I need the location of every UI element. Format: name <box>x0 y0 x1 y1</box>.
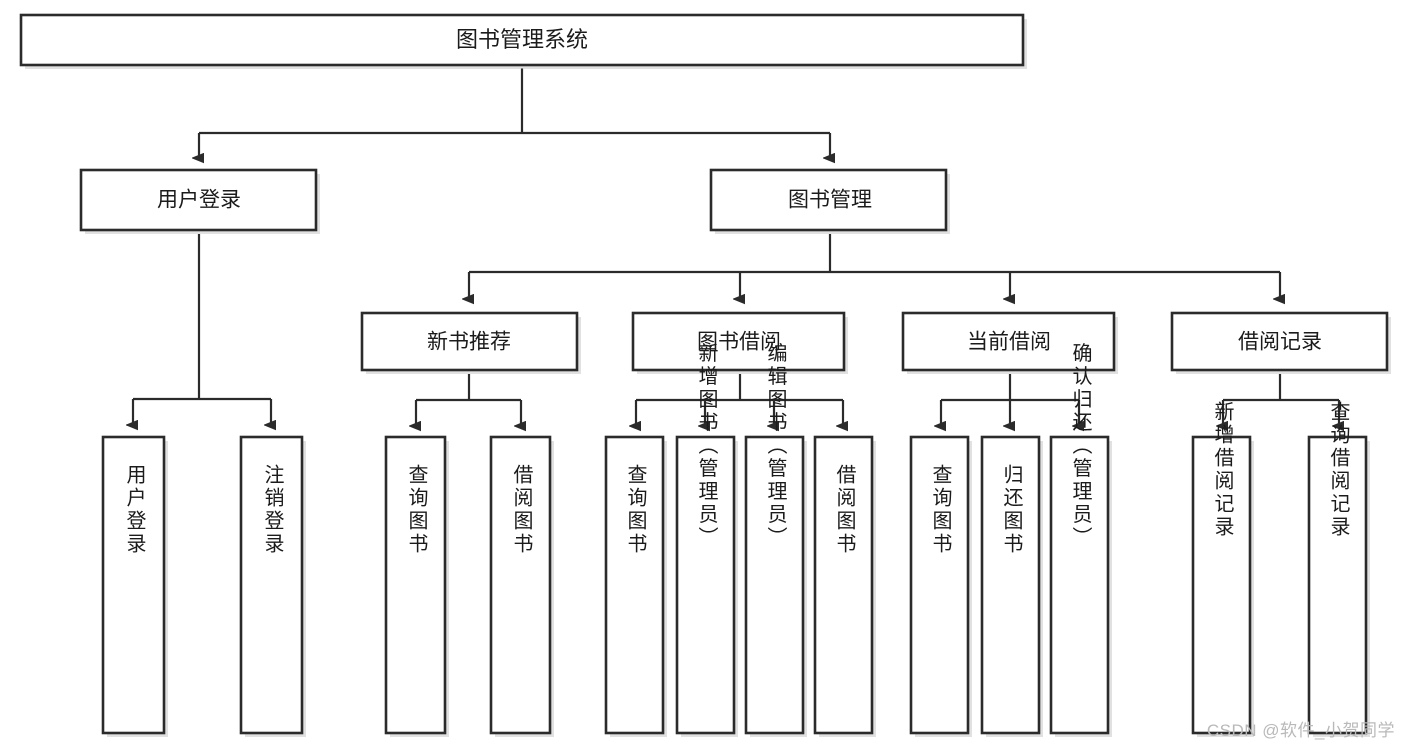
leaf-current-borrow-0[interactable]: 查询图书 <box>909 435 972 737</box>
leaf-book-borrow-2-label: 编辑图书（管理员） <box>764 342 787 549</box>
leaf-book-borrow-0-label: 查询图书 <box>624 464 647 556</box>
leaf-borrow-records-1-label: 查询借阅记录 <box>1327 401 1350 539</box>
node-borrow-records[interactable]: 借阅记录 <box>1170 311 1391 374</box>
node-root[interactable]: 图书管理系统 <box>19 13 1027 69</box>
leaf-current-borrow-1-label: 归还图书 <box>1000 464 1023 556</box>
csdn-watermark: CSDN @软件_小贺同学 <box>1206 721 1395 740</box>
leaf-book-borrow-1[interactable]: 新增图书（管理员） <box>675 342 738 737</box>
leaf-new-book-0[interactable]: 查询图书 <box>384 435 449 737</box>
node-current-borrow[interactable]: 当前借阅 <box>901 311 1118 374</box>
leaf-new-book-1-label: 借阅图书 <box>510 464 533 556</box>
leaf-new-book-1[interactable]: 借阅图书 <box>489 435 554 737</box>
node-new-book-recommend[interactable]: 新书推荐 <box>360 311 581 374</box>
node-book-management-label: 图书管理 <box>788 189 872 212</box>
leaf-user-login-1[interactable]: 注销登录 <box>239 435 306 737</box>
edges-layer <box>133 68 1339 426</box>
leaf-book-borrow-3-label: 借阅图书 <box>833 464 856 556</box>
leaf-book-borrow-2[interactable]: 编辑图书（管理员） <box>744 342 807 737</box>
leaf-current-borrow-2[interactable]: 确认归还（管理员） <box>1049 342 1112 737</box>
node-book-borrow-label: 图书借阅 <box>697 331 781 354</box>
leaf-borrow-records-1[interactable]: 查询借阅记录 <box>1307 401 1370 737</box>
leaf-borrow-records-0-label: 新增借阅记录 <box>1211 401 1234 539</box>
leaf-user-login-0[interactable]: 用户登录 <box>101 435 168 737</box>
leaf-book-borrow-1-label: 新增图书（管理员） <box>695 342 718 549</box>
node-book-borrow[interactable]: 图书借阅 <box>631 311 848 374</box>
node-borrow-records-label: 借阅记录 <box>1238 331 1322 354</box>
node-user-login-label: 用户登录 <box>157 189 241 212</box>
leaf-current-borrow-1[interactable]: 归还图书 <box>980 435 1043 737</box>
leaf-user-login-0-label: 用户登录 <box>123 464 146 556</box>
leaf-user-login-1-label: 注销登录 <box>261 464 284 556</box>
leaf-current-borrow-2-label: 确认归还（管理员） <box>1069 342 1092 549</box>
node-current-borrow-label: 当前借阅 <box>967 331 1051 354</box>
leaf-book-borrow-0[interactable]: 查询图书 <box>604 435 667 737</box>
node-new-book-recommend-label: 新书推荐 <box>427 331 511 354</box>
leaf-borrow-records-0[interactable]: 新增借阅记录 <box>1191 401 1254 737</box>
node-book-management[interactable]: 图书管理 <box>709 168 950 234</box>
leaf-current-borrow-0-label: 查询图书 <box>929 464 952 556</box>
leaf-book-borrow-3[interactable]: 借阅图书 <box>813 435 876 737</box>
node-root-label: 图书管理系统 <box>456 27 588 52</box>
leaf-new-book-0-label: 查询图书 <box>405 464 428 556</box>
node-user-login[interactable]: 用户登录 <box>79 168 320 234</box>
